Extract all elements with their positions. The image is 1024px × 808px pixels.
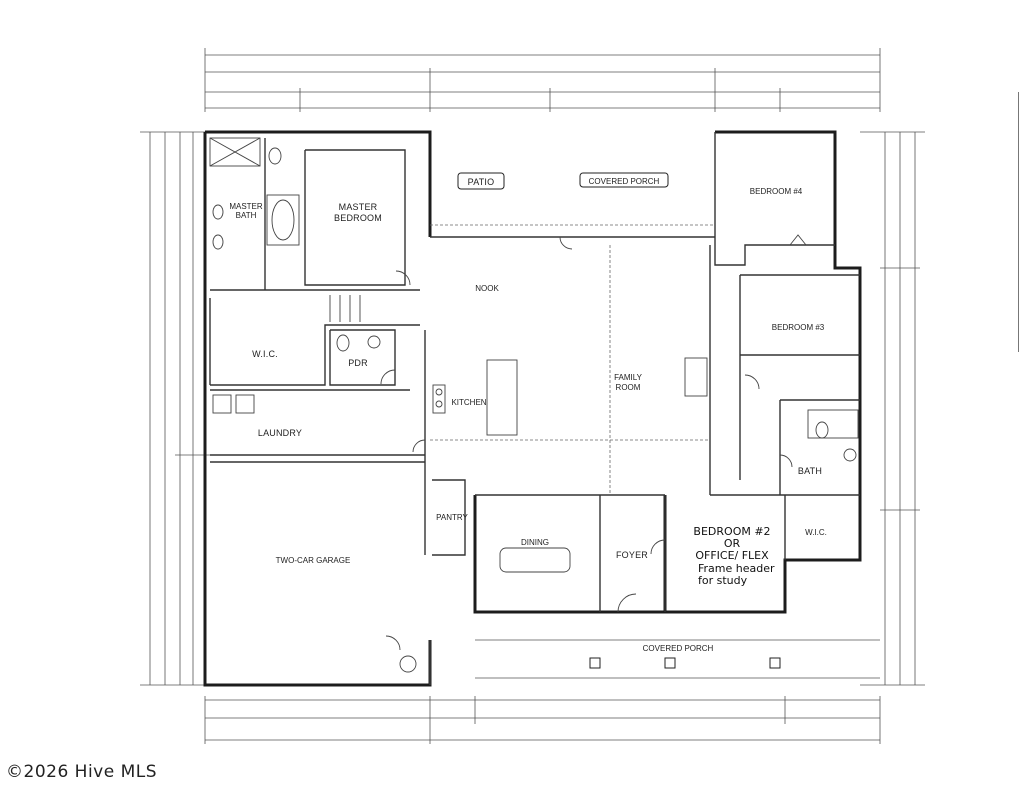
- exterior-walls: [203, 130, 862, 687]
- label-covered-porch-rear: COVERED PORCH: [589, 177, 660, 186]
- label-wic-bedroom-2: W.I.C.: [805, 528, 827, 537]
- label-family-room: FAMILY: [614, 373, 643, 382]
- door-swings: [380, 234, 807, 651]
- label-master-bath-2: BATH: [236, 211, 257, 220]
- label-nook: NOOK: [475, 284, 499, 293]
- dimension-lines: [140, 48, 925, 744]
- label-bedroom-2: BEDROOM #2: [693, 525, 770, 538]
- mls-watermark: ©2026 Hive MLS: [6, 762, 158, 782]
- patio-tag: [457, 172, 505, 190]
- covered-porch-tag: [579, 172, 669, 188]
- label-bedroom-2-office: OFFICE/ FLEX: [695, 549, 769, 562]
- room-labels: MASTER BEDROOM MASTER BATH W.I.C. PATIO …: [229, 172, 827, 653]
- label-master-bedroom-2: BEDROOM: [334, 213, 382, 223]
- label-family-room-2: ROOM: [616, 383, 641, 392]
- fixtures: [209, 137, 880, 685]
- label-master-bath: MASTER: [229, 202, 263, 211]
- label-garage: TWO-CAR GARAGE: [276, 556, 351, 565]
- label-patio: PATIO: [468, 177, 495, 187]
- note-frame-header: Frame header: [698, 562, 775, 575]
- label-pantry: PANTRY: [436, 513, 468, 522]
- label-master-bedroom: MASTER: [339, 202, 378, 212]
- label-covered-porch-front: COVERED PORCH: [643, 644, 714, 653]
- label-bath: BATH: [798, 466, 822, 476]
- label-laundry: LAUNDRY: [258, 428, 302, 438]
- label-kitchen: KITCHEN: [451, 398, 486, 407]
- interior-walls: [209, 132, 860, 612]
- label-pdr: PDR: [348, 358, 368, 368]
- note-frame-header-2: for study: [698, 574, 748, 587]
- label-wic-master: W.I.C.: [252, 349, 278, 359]
- label-dining: DINING: [521, 538, 549, 547]
- label-bedroom-2-or: OR: [724, 537, 741, 550]
- label-bedroom-3: BEDROOM #3: [772, 323, 825, 332]
- label-bedroom-4: BEDROOM #4: [750, 187, 803, 196]
- label-foyer: FOYER: [616, 550, 648, 560]
- page-edge-mark: [1018, 92, 1024, 352]
